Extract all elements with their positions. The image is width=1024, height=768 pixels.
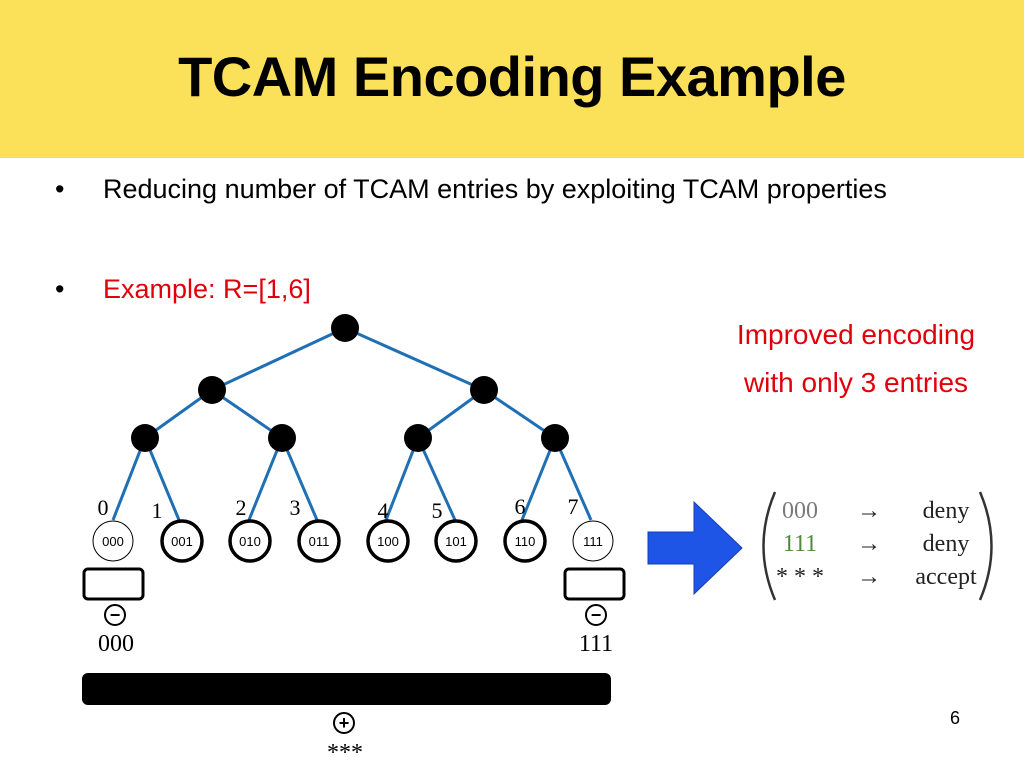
leaf-node-thick [160,519,204,563]
tree-edges [111,326,593,521]
minus-symbol: − [110,605,121,625]
tree-edge [247,437,284,521]
tree-node [268,424,296,452]
leaf-node-thick [434,519,478,563]
tree-edge [211,326,346,392]
leaf-code: 010 [239,534,261,549]
value-label: 6 [515,494,526,519]
leaf-node-thick [228,519,272,563]
value-label: 2 [236,495,247,520]
improved-encoding-note: Improved encoding with only 3 entries [700,311,1012,407]
leaf-code: 100 [377,534,399,549]
leaf-code: 101 [445,534,467,549]
leaf-node-thick [297,519,341,563]
leaf-code: 111 [583,534,603,549]
tree-node [198,376,226,404]
tree-edge [280,437,319,521]
tree-node [404,424,432,452]
tree-node [131,424,159,452]
value-label: 0 [98,495,109,520]
bullet-marker: • [55,274,65,304]
page-number: 6 [949,708,960,728]
minus-symbol: − [591,605,602,625]
tree-edge [111,437,147,521]
right-minus-code: 111 [579,631,613,657]
plus-icon [333,712,355,734]
leaf-node-thick [503,519,547,563]
tree-node [541,424,569,452]
tree-root-node [331,314,359,342]
tree-edge [483,388,556,440]
leaf-code: 011 [309,534,330,549]
plus-symbol: + [339,713,350,733]
value-label: 4 [378,498,389,523]
leaf-node-thick [366,519,410,563]
leaf-value-labels: 0 1 2 3 4 5 6 7 [98,494,579,523]
table-pattern: * * * [776,564,824,590]
table-arrow: → [857,498,881,524]
tree-edge [553,437,593,521]
minus-icon [585,604,607,626]
minus-icon [104,604,126,626]
value-label: 7 [568,494,579,519]
leaf-node-thin [92,520,134,562]
right-arrow-icon [647,500,743,596]
table-decision: accept [915,564,977,590]
table-pattern: 000 [782,498,818,524]
leaf-code: 001 [171,534,193,549]
tree-internal-nodes [131,314,569,452]
tree-edge [344,326,485,392]
table-decision: deny [923,531,970,557]
bullet-marker: • [55,174,65,204]
leaf-code: 110 [515,534,536,549]
tree-edge [143,437,181,521]
table-decision: deny [923,498,970,524]
leaf-node-thin [572,520,614,562]
improved-note-line1: Improved encoding [736,319,976,350]
tree-edge [211,388,283,440]
improved-note-line2: with only 3 entries [743,367,969,398]
right-minus-box [563,567,626,601]
value-label: 1 [152,498,163,523]
table-arrow: → [857,564,881,590]
tree-node [470,376,498,404]
value-label: 3 [290,495,301,520]
bullet-text: Example: R=[1,6] [103,274,311,304]
table-pattern: 111 [783,531,817,557]
slide-title: TCAM Encoding Example [178,45,846,108]
value-label: 5 [432,498,443,523]
title-bar [0,0,1024,158]
table-arrow: → [857,531,881,557]
left-paren [762,491,777,601]
left-minus-box [82,567,145,601]
tree-edge [384,437,420,521]
left-minus-code: 000 [98,631,134,657]
plus-bar [82,673,611,705]
plus-code: *** [327,740,363,766]
tree-edge [416,437,457,521]
encoding-table: 000 → deny 111 → deny * * * → accept [762,491,993,601]
leaf-code: 000 [102,534,124,549]
bullet-text: Reducing number of TCAM entries by explo… [103,174,887,204]
tree-leaves: 000 001 010 011 100 101 110 111 [92,519,614,563]
tree-edge [520,437,557,521]
right-paren [978,491,993,601]
